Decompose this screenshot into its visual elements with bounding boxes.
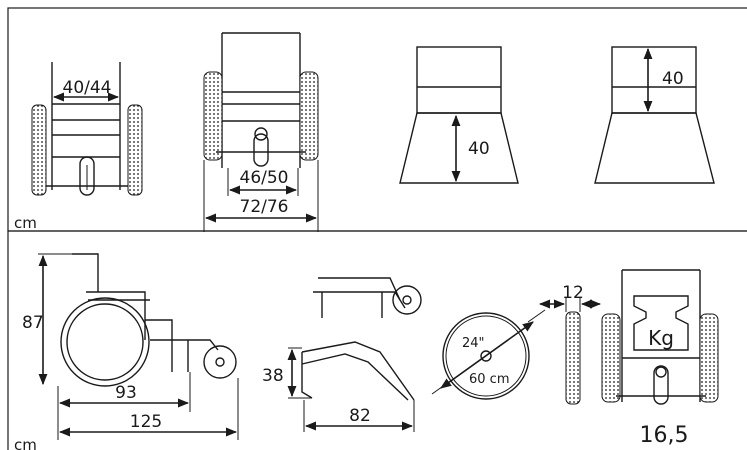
front-view-overall-width (203, 32, 319, 232)
bottom-panel-frame (7, 230, 747, 450)
tire-width-label: 12 (562, 283, 584, 303)
folded-length-label: 82 (349, 406, 371, 426)
bottom-unit-label: cm (14, 436, 37, 450)
front-view-seat-width (31, 62, 143, 196)
seat-depth-label: 40 (468, 139, 490, 159)
wheel-diameter-view (431, 309, 546, 400)
wheel-inch-label: 24" (462, 336, 485, 351)
seat-depth-diagram (399, 46, 519, 184)
back-height-label: 40 (662, 69, 684, 89)
folded-view (287, 277, 422, 432)
back-height-diagram (594, 46, 715, 184)
side-length-short-label: 93 (115, 383, 137, 403)
tire-profile (565, 311, 581, 405)
tire-and-weight-view (538, 269, 719, 405)
total-width-label: 72/76 (240, 197, 289, 217)
side-length-total-label: 125 (130, 412, 162, 432)
wheel-cm-label: 60 cm (469, 372, 510, 387)
folded-height-label: 38 (262, 366, 284, 386)
seat-width-label: 40/44 (63, 78, 112, 98)
weight-icon (633, 295, 689, 351)
side-view (38, 253, 239, 440)
side-height-label: 87 (22, 313, 44, 333)
wheel-diameter-arrow (440, 321, 534, 389)
inner-width-label: 46/50 (240, 168, 289, 188)
weight-symbol-label: Kg (648, 326, 674, 350)
top-unit-label: cm (14, 214, 37, 232)
weight-value-label: 16,5 (640, 423, 689, 448)
